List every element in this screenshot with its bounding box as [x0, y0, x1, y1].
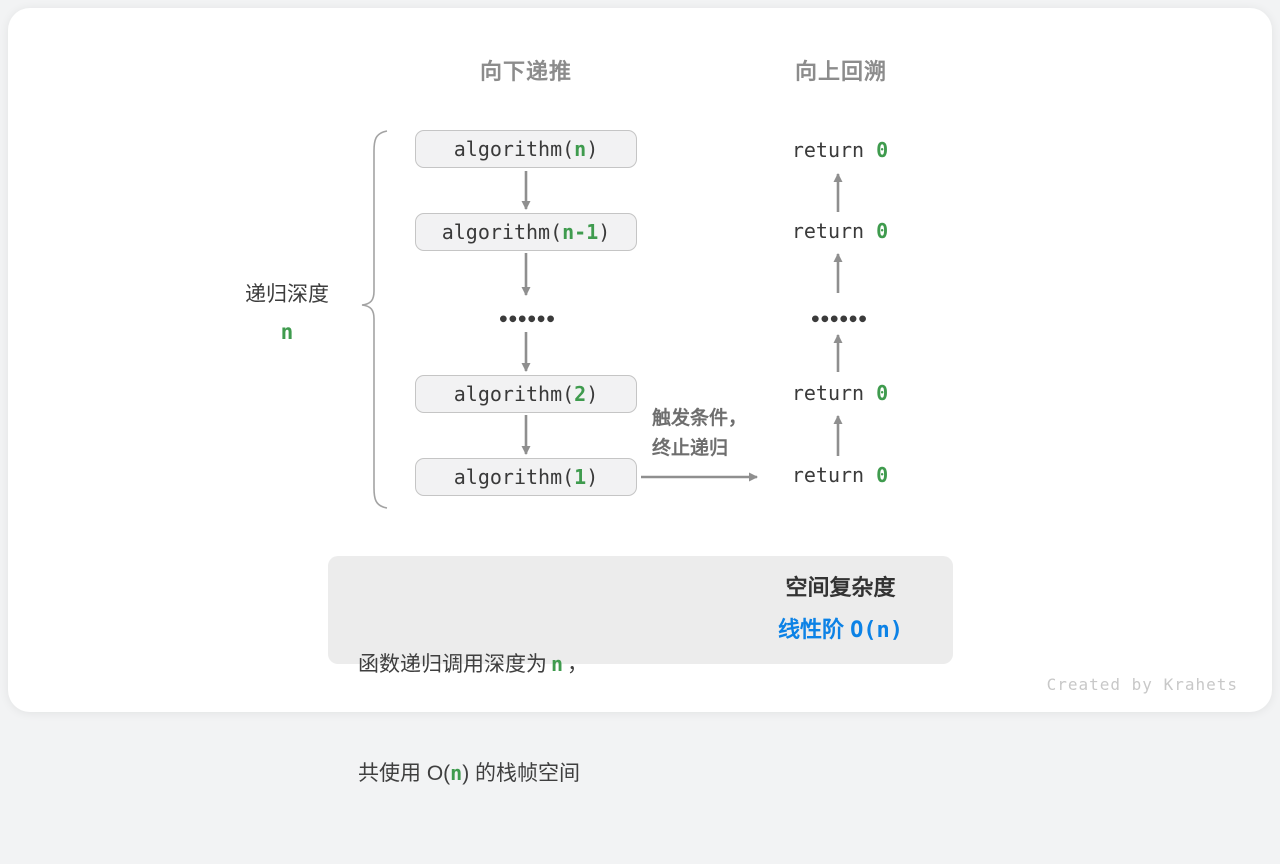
call-arg: n-1	[562, 220, 599, 244]
return-value: 0	[876, 381, 889, 405]
call-close: )	[586, 465, 599, 489]
call-close: )	[586, 382, 599, 406]
base-case-note-line1: 触发条件，	[652, 408, 748, 429]
return-statement: return 0	[758, 463, 922, 487]
depth-n: n	[280, 320, 294, 344]
call-fn: algorithm(	[441, 220, 563, 244]
base-case-note-line2: 终止递归	[652, 438, 729, 459]
call-close: )	[586, 137, 599, 161]
depth-label: 递归深度	[245, 283, 329, 306]
call-box-2: algorithm(2)	[415, 375, 637, 413]
summary-line1-pre: 函数递归调用深度为	[358, 653, 547, 676]
return-keyword: return	[791, 381, 877, 405]
call-fn: algorithm(	[453, 137, 575, 161]
ellipsis-left: ••••••	[497, 309, 557, 331]
watermark: Created by Krahets	[1046, 675, 1238, 694]
call-box-1: algorithm(1)	[415, 458, 637, 496]
recursion-diagram-canvas: 向下递推 向上回溯 递归深度 n algorithm(n) algorithm(…	[8, 8, 1272, 785]
call-arg: 1	[574, 465, 587, 489]
complexity-order-label: 线性阶	[777, 617, 851, 642]
return-keyword: return	[791, 219, 877, 243]
return-statement: return 0	[758, 219, 922, 243]
summary-line2-post: ) 的栈帧空间	[462, 762, 581, 785]
return-keyword: return	[791, 138, 877, 162]
header-backtrack-up: 向上回溯	[794, 59, 887, 84]
call-box-n: algorithm(n)	[415, 130, 637, 168]
summary-line2-var: n	[450, 761, 463, 785]
ellipsis-right: ••••••	[809, 309, 869, 331]
summary-line1-post: ，	[567, 653, 589, 676]
return-keyword: return	[791, 463, 877, 487]
call-close: )	[598, 220, 611, 244]
depth-value: n	[232, 320, 342, 345]
call-fn: algorithm(	[453, 382, 575, 406]
return-value: 0	[876, 219, 889, 243]
summary-line2-pre: 共使用 O(	[358, 762, 451, 785]
complexity-big-o: O(n)	[850, 618, 904, 643]
return-value: 0	[876, 463, 889, 487]
call-arg: n	[574, 137, 587, 161]
call-box-n-1: algorithm(n-1)	[415, 213, 637, 251]
return-statement: return 0	[758, 381, 922, 405]
call-fn: algorithm(	[453, 465, 575, 489]
return-value: 0	[876, 138, 889, 162]
space-complexity-value: 线性阶 O(n)	[748, 616, 933, 645]
space-complexity-title: 空间复杂度	[785, 575, 896, 600]
return-statement: return 0	[758, 138, 922, 162]
summary-line2: 共使用 O(n) 的栈帧空间	[358, 755, 588, 792]
base-case-note: 触发条件， 终止递归	[652, 404, 772, 464]
call-arg: 2	[574, 382, 587, 406]
header-recurse-down: 向下递推	[479, 59, 572, 84]
summary-line1-var: n	[551, 652, 564, 676]
